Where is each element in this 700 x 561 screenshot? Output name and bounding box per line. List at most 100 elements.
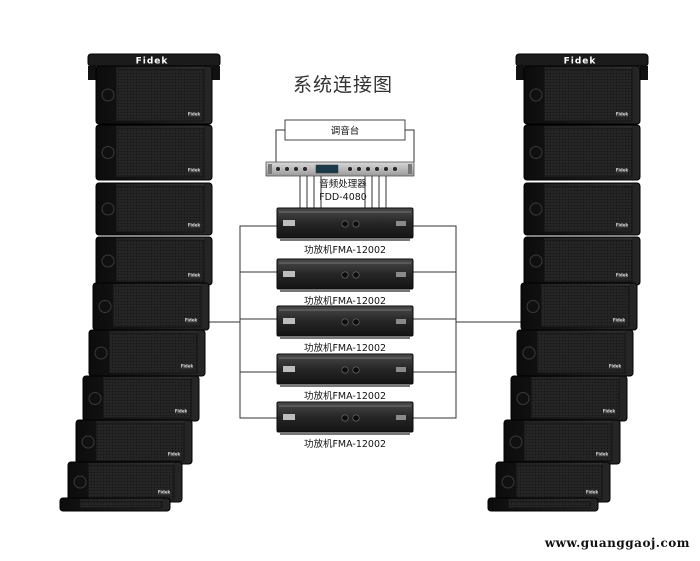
line-array-cabinet: Fidek: [88, 329, 206, 377]
processor-knob: [275, 166, 281, 172]
cabinet-logo: Fidek: [181, 364, 194, 369]
line-array-cabinet: Fidek: [92, 282, 210, 331]
mixer-wire-right: [405, 129, 415, 162]
cabinet-logo: Fidek: [609, 364, 622, 369]
line-array-cabinet: Fidek: [95, 182, 213, 236]
cabinet-side-port: [529, 146, 543, 159]
cabinet-logo: Fidek: [188, 168, 201, 173]
line-array-cabinet: Fidek: [523, 124, 641, 181]
amplifier-label: 功放机FMA-12002: [304, 390, 386, 402]
amplifier-badge: [283, 271, 295, 277]
processor-output-wires: [299, 176, 387, 208]
cabinet-side-port: [101, 254, 115, 268]
amplifier-knob: [352, 414, 360, 422]
cabinet-logo: Fidek: [185, 318, 198, 323]
cabinet-logo: Fidek: [586, 490, 599, 495]
line-array-cabinet: Fidek: [82, 375, 200, 422]
cabinet-logo-plate: [181, 364, 193, 369]
cabinet-logo: Fidek: [616, 112, 629, 117]
line-array-cabinet: Fidek: [523, 182, 641, 236]
processor-chassis: [265, 161, 415, 177]
cabinet-grille: [108, 332, 198, 374]
line-array-cabinet: Fidek: [95, 65, 213, 125]
cabinet-logo-plate: [609, 364, 621, 369]
line-array-cabinet: Fidek: [523, 65, 641, 125]
right-bus-wire: [413, 225, 457, 419]
cabinet-logo-plate: [188, 168, 200, 173]
cabinet-logo: Fidek: [613, 318, 626, 323]
amplifier-badge: [283, 318, 295, 324]
cabinet-side-port: [73, 475, 87, 489]
cabinet-logo-plate: [158, 490, 170, 495]
cabinet-logo-plate: [586, 490, 598, 495]
processor-knob: [383, 166, 389, 172]
processor-knob: [356, 166, 362, 172]
cabinet-side-port: [516, 392, 530, 405]
cabinet-logo-plate: [596, 452, 608, 457]
line-array-cabinet: Fidek: [75, 419, 193, 465]
line-array-cabinet: Fidek: [67, 461, 183, 503]
line-array-cabinet: [59, 497, 171, 512]
line-array-cabinet: Fidek: [520, 282, 638, 331]
amplifier-unit: 功放机FMA-12002: [276, 401, 414, 450]
cabinet-grille: [507, 500, 591, 509]
cabinet-logo-plate: [603, 409, 615, 414]
cabinet-side-port: [529, 254, 543, 268]
left-bus-wire: [239, 225, 277, 419]
cabinet-side-port: [81, 435, 95, 449]
processor-knob: [284, 166, 290, 172]
left-line-array: FidekFidekFidekFidekFidekFidekFidekFidek…: [59, 53, 221, 512]
amplifier-unit: 功放机FMA-12002: [276, 207, 414, 256]
watermark-url: www.guanggaoj.com: [544, 536, 690, 550]
rigging-frame: Fidek: [515, 53, 649, 80]
cabinet-logo-plate: [175, 409, 187, 414]
cabinet-side-port: [88, 392, 102, 405]
speaker-bus-wiring: [205, 225, 522, 419]
line-array-cabinet: [487, 497, 599, 512]
amplifier-knob: [352, 220, 360, 228]
diagram-title: 系统连接图: [293, 74, 393, 96]
amplifier-unit: 功放机FMA-12002: [276, 305, 414, 354]
cabinet-side-port: [101, 146, 115, 159]
processor-knob: [293, 166, 299, 172]
amplifier-switch: [396, 221, 406, 226]
cabinet-logo-plate: [616, 273, 628, 278]
amplifier-knob: [341, 271, 349, 279]
cabinet-logo-plate: [616, 112, 628, 117]
rigging-brand-label: Fidek: [564, 57, 597, 67]
cabinet-logo-plate: [188, 273, 200, 278]
amplifier-switch: [396, 367, 406, 372]
cabinet-logo: Fidek: [616, 273, 629, 278]
processor-knob: [374, 166, 380, 172]
rigging-brand-label: Fidek: [136, 57, 169, 67]
amplifier-knob: [352, 271, 360, 279]
line-array-cabinet: Fidek: [95, 236, 213, 286]
cabinet-logo: Fidek: [616, 223, 629, 228]
amplifier-stack: 功放机FMA-12002 功放机FMA-12002 功放机FMA-12002 功放机F…: [276, 207, 414, 450]
amplifier-label: 功放机FMA-12002: [304, 438, 386, 450]
amplifier-badge: [283, 220, 295, 226]
mixer-wire-left: [275, 129, 285, 162]
cabinet-logo: Fidek: [188, 112, 201, 117]
line-array-cabinet: Fidek: [495, 461, 611, 503]
amplifier-knob: [341, 220, 349, 228]
cabinet-logo-plate: [613, 318, 625, 323]
processor-label-line2: FDD-4080: [319, 192, 367, 203]
amplifier-knob: [352, 318, 360, 326]
processor-knob: [302, 166, 308, 172]
cabinet-side-port: [98, 300, 112, 313]
cabinet-logo: Fidek: [168, 452, 181, 457]
cabinet-side-port: [522, 346, 536, 360]
mixer-label: 调音台: [331, 125, 360, 137]
rigging-frame: Fidek: [87, 53, 221, 80]
cabinet-logo: Fidek: [616, 168, 629, 173]
cabinet-logo-plate: [188, 223, 200, 228]
cabinet-logo: Fidek: [188, 273, 201, 278]
cabinet-side-port: [526, 300, 540, 313]
amplifier-knob: [352, 366, 360, 374]
line-array-cabinet: Fidek: [503, 419, 621, 465]
amplifier-label: 功放机FMA-12002: [304, 244, 386, 256]
cabinet-logo-plate: [185, 318, 197, 323]
cabinet-grille: [79, 500, 163, 509]
audio-processor: 音频处理器 FDD-4080: [265, 161, 415, 203]
